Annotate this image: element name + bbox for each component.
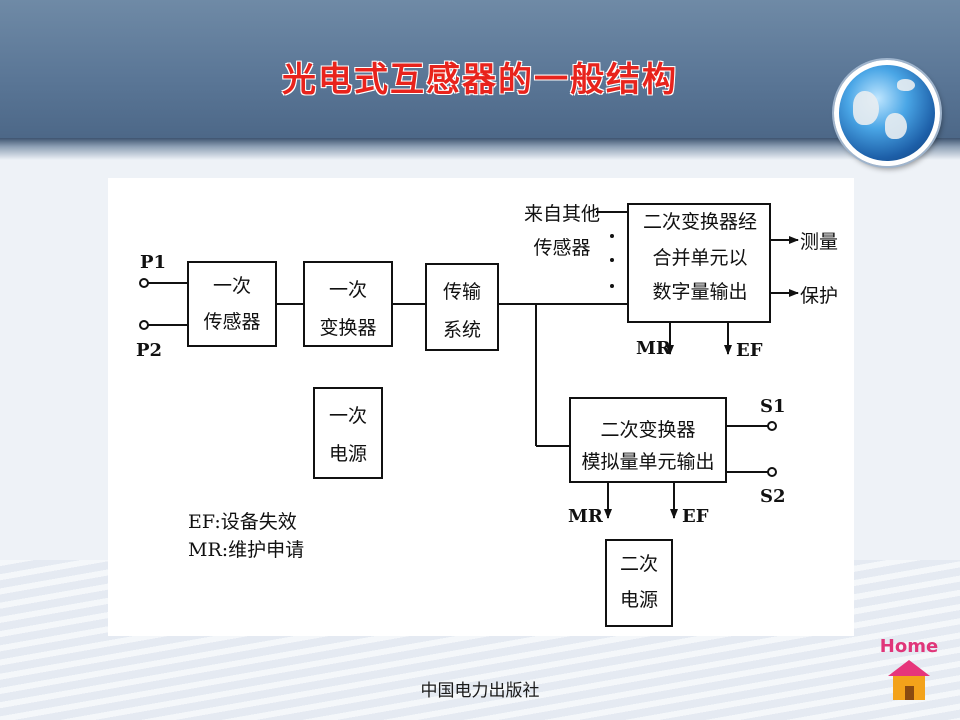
primary-converter-line1: 一次 [329,279,367,301]
slide-title: 光电式互感器的一般结构 [282,60,678,100]
label-p2: P2 [136,340,162,361]
digital-unit-line3: 数字量输出 [652,281,747,303]
transmission-box [425,263,499,351]
analog-mr-label: MR [568,506,604,527]
primary-power-line1: 一次 [329,405,367,427]
primary-converter-line2: 变换器 [319,317,376,339]
primary-converter-box [303,261,393,347]
digital-unit-box [627,203,771,323]
terminal-s2 [767,467,777,477]
legend-ef: EF:设备失效 [188,511,297,533]
label-s1: S1 [760,396,786,417]
secondary-power-box [605,539,673,627]
globe-icon [834,60,940,166]
house-icon [888,660,930,676]
secondary-power-line1: 二次 [620,553,658,575]
structure-diagram: P1 P2 S1 S2 一次 传感器 一次 变换器 传输 系统 一次 电源 来自… [108,178,854,636]
primary-sensor-line1: 一次 [213,275,251,297]
other-sensors-line1: 来自其他 [524,203,600,225]
label-s2: S2 [760,486,786,507]
terminal-p2 [139,320,149,330]
analog-unit-line2: 模拟量单元输出 [581,451,714,473]
legend-mr: MR:维护申请 [188,539,304,561]
digital-unit-line2: 合并单元以 [652,247,747,269]
digital-ef-label: EF [736,340,763,361]
digital-unit-line1: 二次变换器经 [643,211,757,233]
secondary-power-line2: 电源 [620,589,658,611]
home-button[interactable]: Home [876,636,942,706]
primary-sensor-box [187,261,277,347]
transmission-line2: 系统 [443,319,481,341]
analog-ef-label: EF [682,506,709,527]
publisher-footer: 中国电力出版社 [420,681,540,701]
output-measure: 测量 [800,231,838,253]
primary-power-line2: 电源 [329,443,367,465]
analog-unit-line1: 二次变换器 [600,419,695,441]
digital-mr-label: MR [636,338,672,359]
transmission-line1: 传输 [443,281,481,303]
output-protect: 保护 [800,285,838,307]
other-sensors-line2: 传感器 [533,237,590,259]
terminal-p1 [139,278,149,288]
primary-power-box [313,387,383,479]
terminal-s1 [767,421,777,431]
primary-sensor-line2: 传感器 [203,311,260,333]
home-label: Home [879,636,939,657]
header-shadow [0,138,960,160]
slide-header [0,0,960,145]
analog-unit-box [569,397,727,483]
label-p1: P1 [140,252,166,273]
